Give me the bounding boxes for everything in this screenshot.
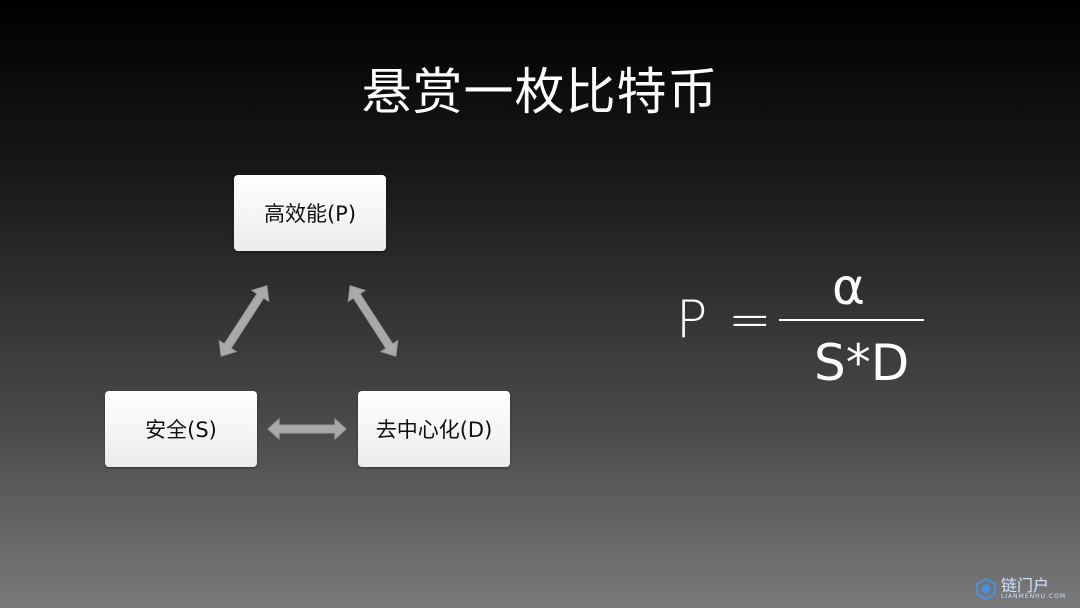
node-security-label: 安全(S)	[145, 418, 217, 442]
node-performance-label: 高效能(P)	[263, 202, 357, 226]
arrow-performance-decentralization	[341, 279, 405, 363]
node-performance: 高效能(P)	[234, 175, 386, 251]
watermark-sub: LIANMENHU.COM	[1000, 593, 1066, 600]
slide-title: 悬赏一枚比特币	[361, 63, 719, 121]
arrow-security-performance	[212, 279, 276, 363]
node-security: 安全(S)	[105, 391, 257, 467]
node-decentralization: 去中心化(D)	[358, 391, 510, 467]
watermark-text: 链门户	[1000, 576, 1049, 595]
chain-link-icon	[975, 578, 996, 600]
watermark-logo: 链门户 LIANMENHU.COM	[975, 578, 1066, 600]
node-decentralization-label: 去中心化(D)	[375, 418, 493, 442]
arrow-security-decentralization	[267, 418, 347, 440]
